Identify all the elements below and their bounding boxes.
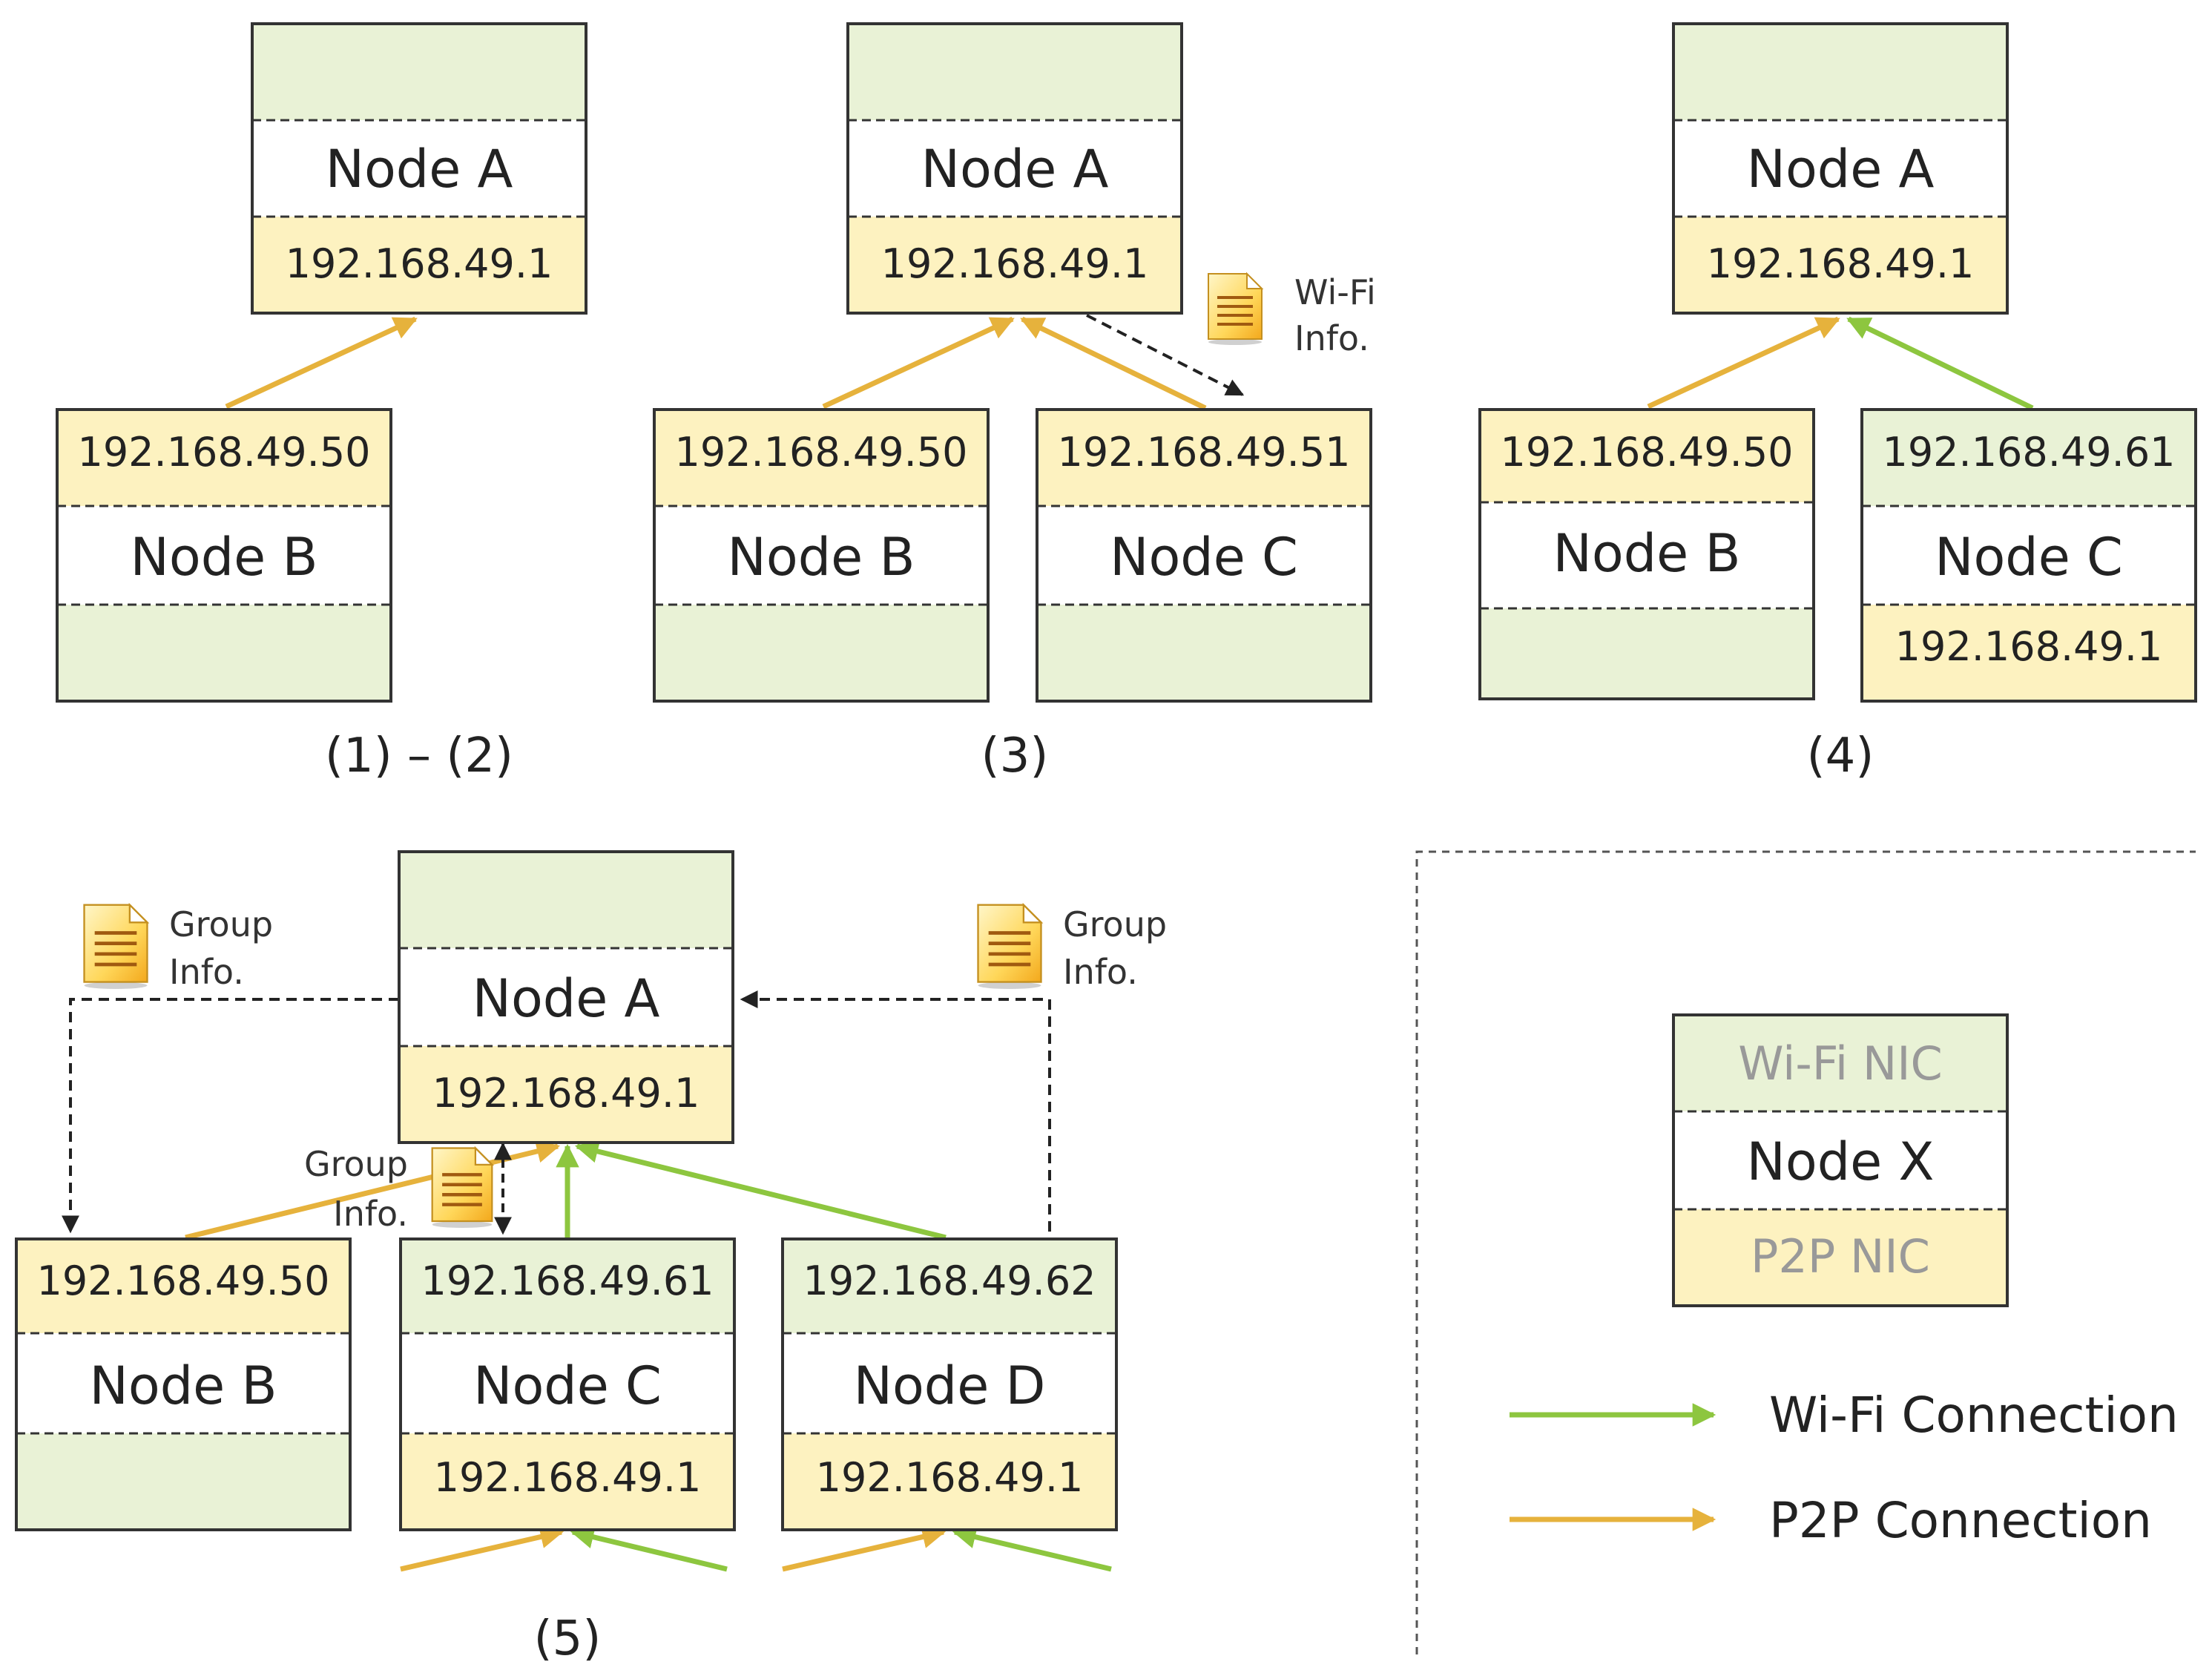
panel-3: Node A 192.168.49.1 192.168.49.50 Node B… <box>653 22 1376 783</box>
node-c-label: Node C <box>473 1355 662 1416</box>
node-a-p2p-ip: 192.168.49.1 <box>881 240 1149 287</box>
legend-p2p-label: P2P Connection <box>1769 1492 2152 1549</box>
node-b-p2p-ip: 192.168.49.50 <box>674 429 967 476</box>
node-a-p2p-ip: 192.168.49.1 <box>1707 240 1975 287</box>
node-b-p2p-ip: 192.168.49.50 <box>77 429 370 476</box>
node-d-label: Node D <box>854 1355 1046 1416</box>
group-info-document-right: Group Info. <box>978 904 1167 992</box>
node-c-label: Node C <box>1935 527 2123 588</box>
node-a: Node A 192.168.49.1 <box>846 22 1183 315</box>
info-document-icon <box>1207 272 1263 345</box>
node-c-p2p-ip: 192.168.49.1 <box>1895 623 2163 670</box>
node-b: 192.168.49.50 Node B <box>56 408 392 703</box>
node-a-p2p-ip: 192.168.49.1 <box>286 240 553 287</box>
doc-label-line2: Info. <box>1294 318 1369 358</box>
doc-label-line2: Info. <box>1063 952 1138 992</box>
legend-divider <box>1415 850 2196 1654</box>
node-b: 192.168.49.50 Node B <box>653 408 990 703</box>
node-b-label: Node B <box>131 527 318 588</box>
p2p-connection-arrow <box>1647 316 1840 410</box>
node-b-p2p-ip: 192.168.49.50 <box>1500 429 1793 476</box>
node-a-label: Node A <box>921 139 1109 200</box>
legend-node-label: Node X <box>1747 1131 1935 1192</box>
legend-p2p-nic-label: P2P NIC <box>1751 1229 1930 1283</box>
node-b-label: Node B <box>728 527 915 588</box>
node-a: Node A 192.168.49.1 <box>1672 22 2009 315</box>
doc-label-line1: Wi-Fi <box>1294 272 1376 312</box>
wifi-connection-arrow <box>952 1525 1112 1572</box>
p2p-connection-arrow <box>822 316 1015 410</box>
legend: Wi-Fi NIC Node X P2P NIC Wi-Fi Connectio… <box>1415 850 2196 1654</box>
node-b-label: Node B <box>1553 523 1741 584</box>
info-transfer-arrow <box>740 990 1051 1232</box>
p2p-connection-arrow <box>400 1525 564 1572</box>
p2p-connection-arrow <box>225 316 418 410</box>
node-b: 192.168.49.50 Node B <box>1478 408 1815 700</box>
panel-5: Node A 192.168.49.1 192.168.49.50 Node B… <box>15 850 1167 1666</box>
node-c: 192.168.49.61 Node C 192.168.49.1 <box>1860 408 2197 703</box>
node-c-p2p-ip: 192.168.49.1 <box>434 1454 702 1501</box>
node-a: Node A 192.168.49.1 <box>398 850 734 1144</box>
node-a-label: Node A <box>1747 139 1935 200</box>
node-d-p2p-ip: 192.168.49.1 <box>816 1454 1084 1501</box>
node-b-label: Node B <box>90 1355 277 1416</box>
node-c-wifi-ip: 192.168.49.61 <box>421 1258 714 1304</box>
doc-label-line1: Group <box>1063 904 1167 944</box>
doc-label-line2: Info. <box>169 952 244 992</box>
node-b-p2p-ip: 192.168.49.50 <box>36 1258 329 1304</box>
legend-wifi-label: Wi-Fi Connection <box>1769 1387 2179 1444</box>
legend-wifi-nic-label: Wi-Fi NIC <box>1738 1036 1943 1091</box>
info-document-icon <box>85 905 148 989</box>
node-c-label: Node C <box>1110 527 1298 588</box>
legend-node: Wi-Fi NIC Node X P2P NIC <box>1672 1013 2009 1307</box>
node-a-label: Node A <box>473 968 660 1029</box>
node-b: 192.168.49.50 Node B <box>15 1238 352 1531</box>
doc-label-line1: Group <box>304 1144 408 1184</box>
node-a-p2p-ip: 192.168.49.1 <box>432 1070 700 1117</box>
node-a: Node A 192.168.49.1 <box>251 22 587 315</box>
wifi-info-document: Wi-Fi Info. <box>1207 272 1376 358</box>
node-c-wifi-ip: 192.168.49.61 <box>1882 429 2175 476</box>
panel-caption: (1) – (2) <box>325 729 513 783</box>
node-c: 192.168.49.51 Node C <box>1036 408 1372 703</box>
panel-caption: (5) <box>534 1611 602 1666</box>
info-document-icon <box>978 905 1041 989</box>
doc-label-line1: Group <box>169 904 273 944</box>
node-d: 192.168.49.62 Node D 192.168.49.1 <box>781 1238 1118 1531</box>
wifi-connection-arrow <box>1846 316 2034 411</box>
wifi-connection-arrow <box>574 1140 947 1240</box>
node-c-p2p-ip: 192.168.49.51 <box>1057 429 1350 476</box>
group-info-document-middle: Group Info. <box>304 1144 492 1234</box>
panel-caption: (4) <box>1807 729 1874 783</box>
wifi-connection-arrow <box>570 1525 728 1572</box>
group-info-document-left: Group Info. <box>85 904 273 992</box>
p2p-connection-arrow <box>782 1525 947 1572</box>
node-a-label: Node A <box>326 139 513 200</box>
doc-label-line2: Info. <box>333 1194 408 1234</box>
panel-4: Node A 192.168.49.1 192.168.49.50 Node B… <box>1478 22 2197 783</box>
info-document-icon <box>432 1148 493 1228</box>
node-d-wifi-ip: 192.168.49.62 <box>803 1258 1096 1304</box>
panel-1-2: Node A 192.168.49.1 192.168.49.50 Node B… <box>56 22 587 783</box>
info-transfer-arrow <box>62 998 399 1234</box>
info-transfer-arrow <box>1086 314 1245 396</box>
node-c: 192.168.49.61 Node C 192.168.49.1 <box>399 1238 736 1531</box>
p2p-connection-arrow <box>1020 316 1207 411</box>
panel-caption: (3) <box>981 729 1049 783</box>
